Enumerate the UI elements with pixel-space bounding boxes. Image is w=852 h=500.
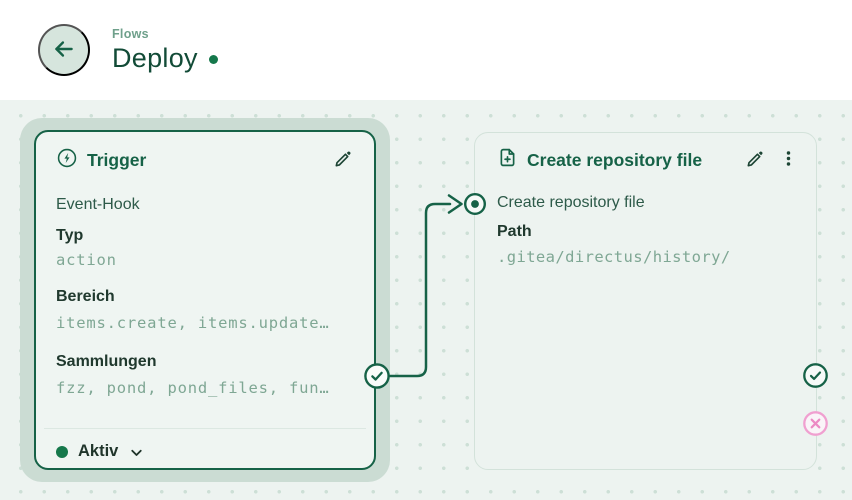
- arrow-left-icon: [51, 36, 77, 65]
- file-plus-icon: [497, 147, 518, 173]
- field-label-bereich: Bereich: [56, 288, 115, 305]
- trigger-edit-button[interactable]: [333, 148, 354, 172]
- flow-canvas[interactable]: Trigger Event-Hook Typ action: [0, 100, 852, 500]
- field-value-typ: action: [56, 251, 117, 269]
- kebab-menu-icon: [779, 149, 798, 171]
- field-value-sammlungen: fzz, pond, pond_files, fun…: [56, 379, 330, 397]
- back-button[interactable]: [38, 24, 90, 76]
- pencil-icon: [333, 148, 354, 172]
- page-header: Flows Deploy: [0, 0, 852, 100]
- arrow-head-icon: [447, 194, 463, 214]
- bolt-circle-icon: [56, 147, 78, 174]
- flow-status-dropdown[interactable]: Aktiv: [56, 429, 354, 461]
- operation-node[interactable]: Create repository file: [474, 132, 817, 470]
- field-label-typ: Typ: [56, 227, 84, 244]
- field-label-sammlungen: Sammlungen: [56, 353, 157, 370]
- operation-edit-button[interactable]: [745, 148, 766, 172]
- card-footer-divider: [44, 428, 366, 429]
- page-title: Deploy: [112, 42, 198, 73]
- operation-resolve-port[interactable]: [802, 362, 829, 389]
- trigger-node-selection-halo: Trigger Event-Hook Typ action: [20, 118, 390, 482]
- trigger-output-port[interactable]: [363, 362, 391, 390]
- trigger-node[interactable]: Trigger Event-Hook Typ action: [34, 130, 376, 470]
- operation-name: Create repository file: [497, 194, 645, 211]
- dot-circle-icon: [463, 192, 487, 216]
- x-circle-icon: [802, 410, 829, 437]
- field-value-bereich: items.create, items.update…: [56, 314, 330, 332]
- title-block: Flows Deploy: [112, 27, 218, 74]
- chevron-down-icon: [128, 444, 145, 461]
- trigger-type-value: Event-Hook: [56, 196, 140, 213]
- trigger-card-header: Trigger: [56, 148, 354, 172]
- field-label-path: Path: [497, 223, 532, 240]
- check-circle-icon: [363, 362, 391, 390]
- operation-card-header: Create repository file: [497, 148, 798, 172]
- status-active-dot: [56, 445, 68, 458]
- operation-input-port[interactable]: [463, 192, 487, 216]
- unsaved-indicator-dot: [208, 55, 218, 64]
- breadcrumb[interactable]: Flows: [112, 26, 149, 41]
- check-circle-icon: [802, 362, 829, 389]
- operation-card-title: Create repository file: [527, 149, 703, 170]
- pencil-icon: [745, 148, 766, 172]
- status-label: Aktiv: [78, 442, 119, 460]
- operation-menu-button[interactable]: [779, 149, 798, 171]
- trigger-card-title: Trigger: [87, 149, 147, 170]
- field-value-path: .gitea/directus/history/: [497, 248, 731, 266]
- operation-reject-port[interactable]: [802, 410, 829, 437]
